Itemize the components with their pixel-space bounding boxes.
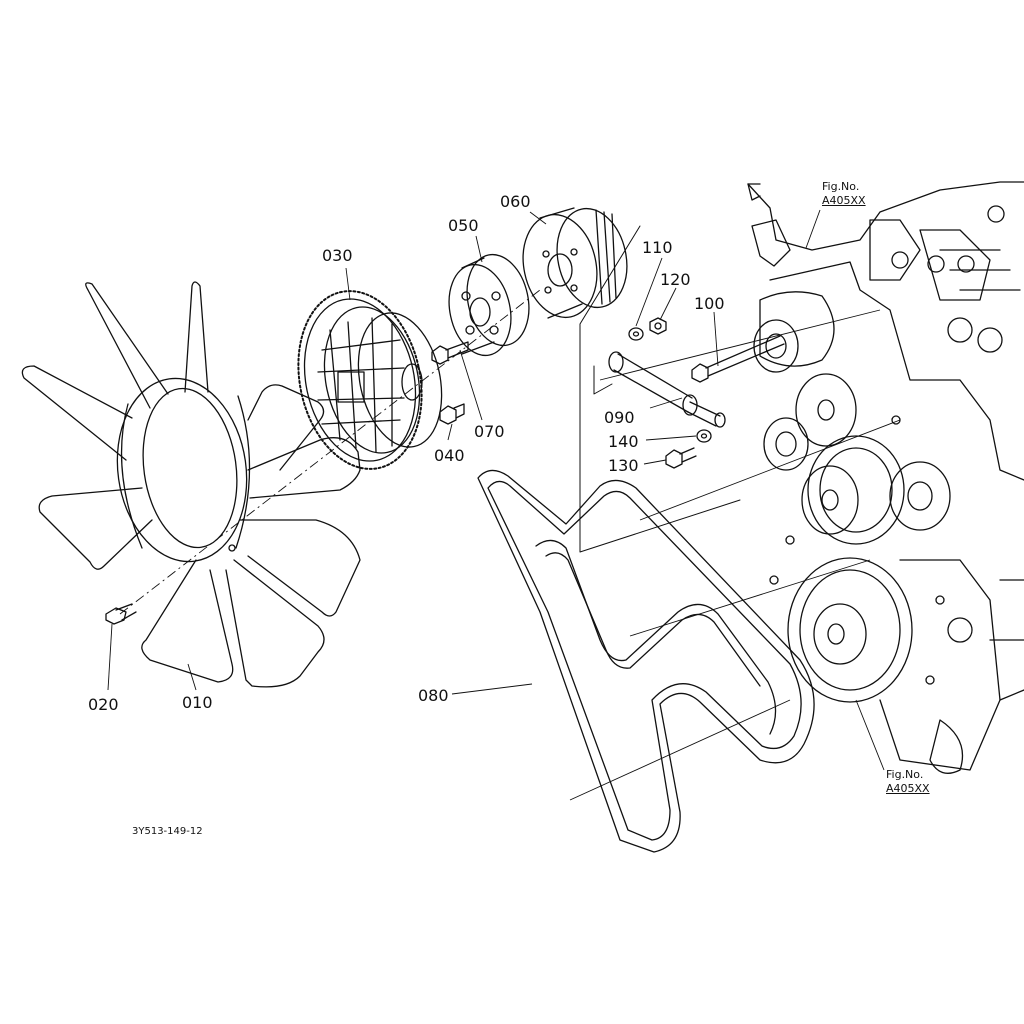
fan-bolt-020	[105, 603, 137, 625]
fig-ref-bottom[interactable]: Fig.No. A405XX	[886, 768, 930, 796]
engine-block	[747, 181, 1024, 774]
nut-120	[649, 317, 667, 335]
fan-clutch	[297, 290, 443, 470]
tensioner-090	[608, 351, 726, 428]
washer-110	[628, 327, 644, 341]
callout-120: 120	[660, 270, 691, 289]
callout-030: 030	[322, 246, 353, 265]
spacer-050	[448, 253, 530, 357]
fig-ref-bottom-label: Fig.No.	[886, 768, 924, 781]
callout-050: 050	[448, 216, 479, 235]
callout-140: 140	[608, 432, 639, 451]
bolt-040	[439, 403, 465, 425]
callout-080: 080	[418, 686, 449, 705]
washer-140	[696, 429, 712, 443]
fig-ref-bottom-number: A405XX	[886, 781, 930, 795]
callout-040: 040	[434, 446, 465, 465]
callout-060: 060	[500, 192, 531, 211]
callout-130: 130	[608, 456, 639, 475]
fig-ref-top-number: A405XX	[822, 193, 866, 207]
bolt-070	[431, 341, 469, 365]
callout-010: 010	[182, 693, 213, 712]
callout-070: 070	[474, 422, 505, 441]
bolt-130	[665, 447, 697, 469]
callout-110: 110	[642, 238, 673, 257]
fig-ref-top-label: Fig.No.	[822, 180, 860, 193]
v-belt-080	[477, 469, 815, 853]
drawing-code: 3Y513-149-12	[132, 826, 203, 837]
fan-blade-assembly	[21, 281, 361, 688]
callout-100: 100	[694, 294, 725, 313]
callout-090: 090	[604, 408, 635, 427]
callout-020: 020	[88, 695, 119, 714]
fig-ref-top[interactable]: Fig.No. A405XX	[822, 180, 866, 208]
bolt-100	[691, 335, 785, 383]
